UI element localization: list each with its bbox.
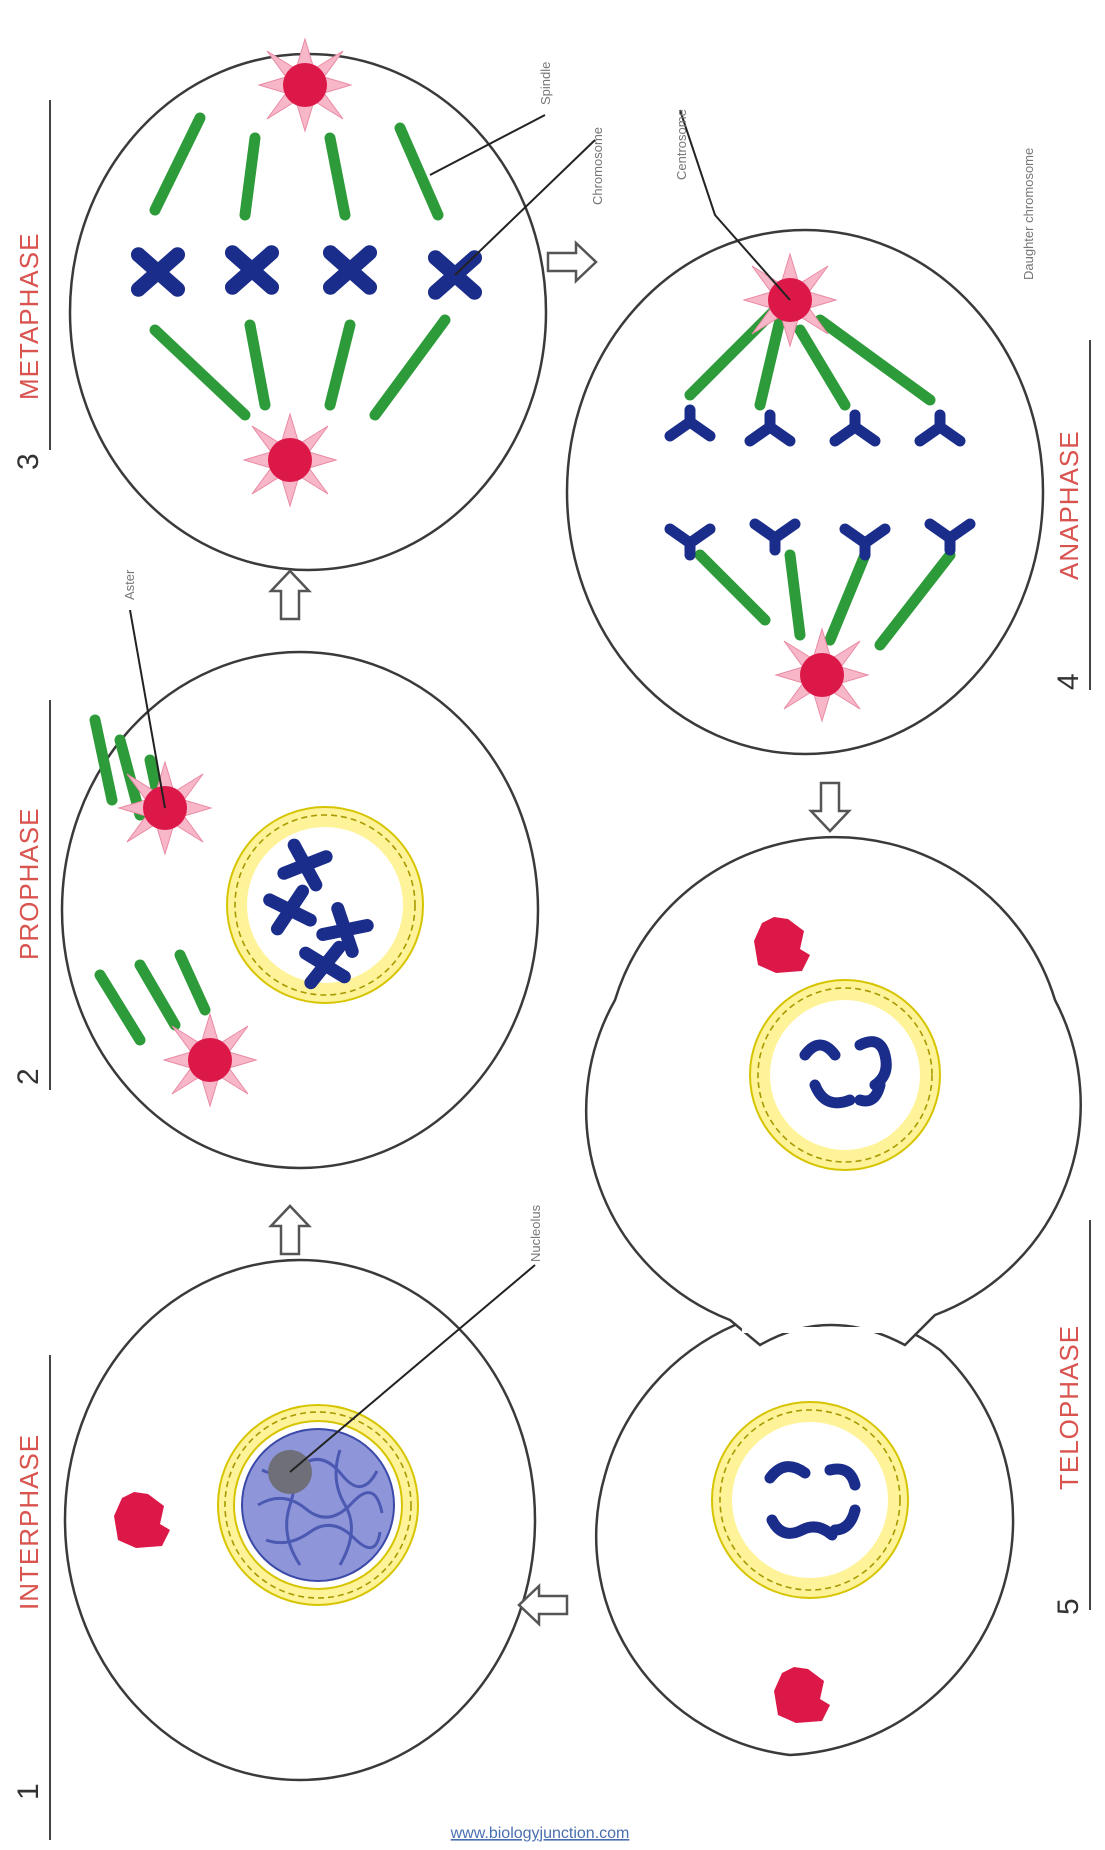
interphase-nucleus	[218, 1405, 418, 1605]
arrow-1-to-2	[271, 1206, 309, 1254]
stage-4-name: ANAPHASE	[1054, 430, 1084, 580]
stage-5-name: TELOPHASE	[1054, 1325, 1084, 1490]
metaphase-cell	[70, 39, 546, 570]
label-centrosome: Centrosome	[674, 109, 689, 180]
telophase-nucleus-bottom	[712, 1402, 908, 1598]
label-daughter-chromosome: Daughter chromosome	[1021, 148, 1036, 280]
label-chromosome: Chromosome	[590, 127, 605, 205]
interphase-cell	[65, 1260, 535, 1780]
stage-1-number: 1	[12, 1783, 45, 1800]
prophase-cell	[62, 652, 538, 1168]
anaphase-cell	[567, 230, 1043, 754]
prophase-nucleus	[227, 807, 423, 1003]
stage-1-name: INTERPHASE	[14, 1434, 44, 1610]
credit-link[interactable]: www.biologyjunction.com	[450, 1825, 630, 1842]
stage-4-number: 4	[1052, 673, 1085, 690]
stage-3-name: METAPHASE	[14, 233, 44, 400]
telophase-cell	[586, 837, 1081, 1755]
label-spindle: Spindle	[538, 62, 553, 105]
metaphase-cell-membrane	[70, 54, 546, 570]
chromatin	[242, 1429, 394, 1581]
stage-2-number: 2	[12, 1068, 45, 1085]
stage-3-number: 3	[12, 453, 45, 470]
stage-2-name: PROPHASE	[14, 808, 44, 961]
arrow-3-to-4	[548, 243, 596, 281]
label-aster: Aster	[122, 569, 137, 600]
telophase-nucleus-top	[750, 980, 940, 1170]
arrow-2-to-3	[271, 571, 309, 619]
stage-5-number: 5	[1052, 1598, 1085, 1615]
label-nucleolus: Nucleolus	[528, 1204, 543, 1262]
arrow-4-to-5	[811, 783, 849, 831]
